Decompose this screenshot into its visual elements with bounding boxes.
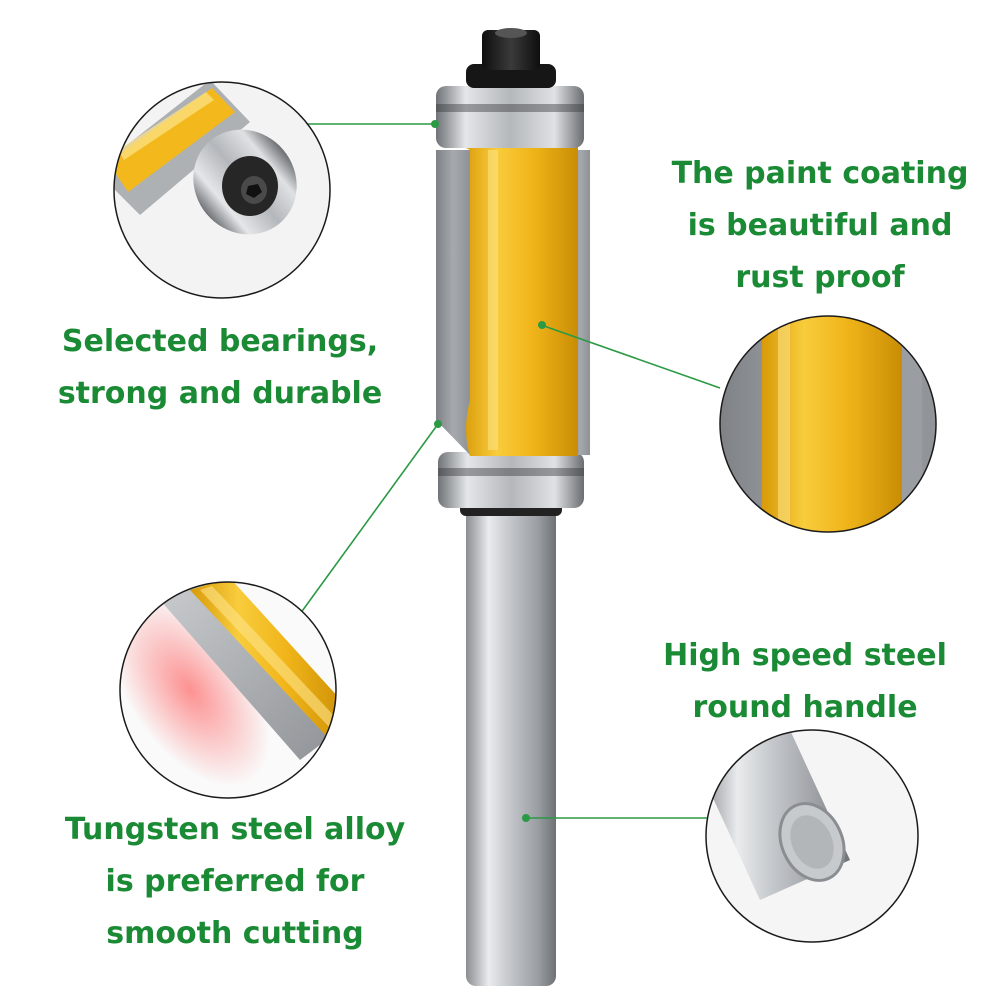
leader-dot-tungsten (434, 420, 442, 428)
label-tungsten-line-3: smooth cutting (106, 916, 364, 951)
upper-bearing-seal (436, 104, 584, 112)
carbide-blade (436, 150, 470, 455)
leader-line-tungsten (299, 423, 439, 615)
detail-circle-bearing (113, 81, 331, 299)
label-bearings-line-2: strong and durable (57, 376, 383, 411)
router-bit (436, 28, 590, 986)
leader-dot-bearings (431, 120, 439, 128)
label-handle: High speed steel round handle (620, 630, 990, 734)
label-paint-line-3: rust proof (735, 260, 905, 295)
label-bearings: Selected bearings, strong and durable (40, 316, 400, 420)
detail-circle-paint (719, 315, 937, 533)
detail-circle-handle (705, 729, 919, 943)
label-tungsten-line-2: is preferred for (105, 864, 365, 899)
hex-socket (495, 28, 527, 38)
body-highlight (488, 150, 498, 450)
label-tungsten: Tungsten steel alloy is preferred for sm… (20, 804, 450, 960)
detail-circle-tungsten (119, 581, 337, 799)
label-paint-line-2: is beautiful and (687, 208, 953, 243)
leader-lines (299, 120, 721, 822)
label-paint-line-1: The paint coating (671, 156, 969, 191)
label-tungsten-line-1: Tungsten steel alloy (64, 812, 406, 847)
lower-bearing (438, 452, 584, 508)
label-handle-line-1: High speed steel (663, 638, 947, 673)
hex-nut (482, 30, 540, 70)
leader-line-paint (543, 325, 721, 389)
label-paint: The paint coating is beautiful and rust … (640, 148, 1000, 304)
label-handle-line-2: round handle (692, 690, 918, 725)
lower-bearing-seal (438, 468, 584, 476)
shank (466, 496, 556, 986)
yellow-cutter-body (462, 146, 578, 456)
leader-dot-handle (522, 814, 530, 822)
upper-bearing (436, 86, 584, 148)
label-bearings-line-1: Selected bearings, (61, 324, 379, 359)
leader-dot-paint (538, 321, 546, 329)
